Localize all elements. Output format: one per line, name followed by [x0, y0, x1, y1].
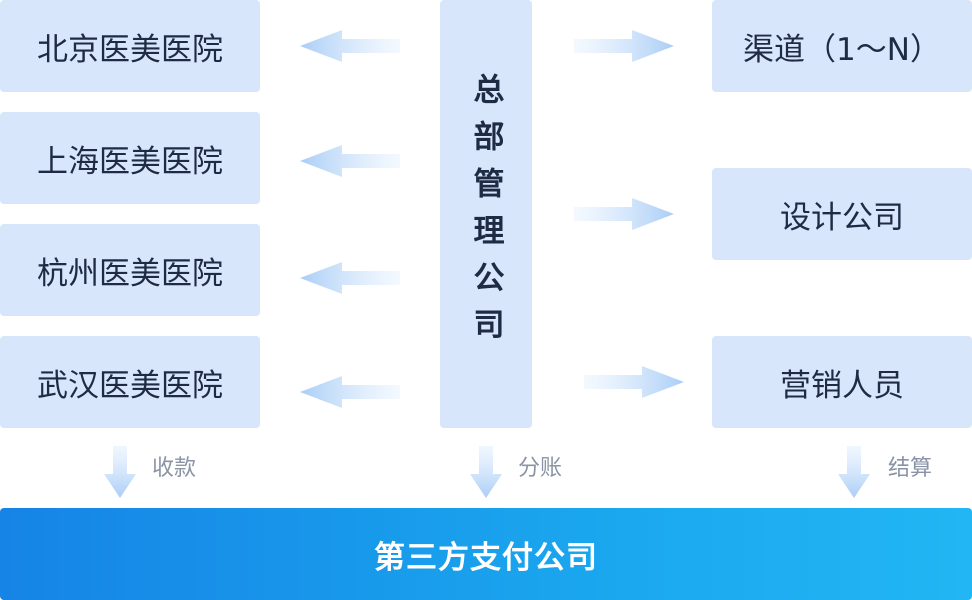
hospital-shanghai: 上海医美医院: [0, 112, 260, 204]
hospital-wuhan-label: 武汉医美医院: [37, 367, 223, 404]
partner-marketing-staff-label: 营销人员: [780, 367, 904, 404]
partner-channel-label: 渠道（1～N）: [743, 31, 941, 68]
arrow-down-settle: [838, 446, 870, 498]
partner-marketing-staff: 营销人员: [712, 336, 972, 428]
arrow-right-1: [574, 30, 674, 62]
hospital-beijing-label: 北京医美医院: [37, 31, 223, 68]
hospital-wuhan: 武汉医美医院: [0, 336, 260, 428]
arrow-left-4: [300, 376, 400, 408]
arrow-right-3: [584, 366, 684, 398]
hospital-shanghai-label: 上海医美医院: [37, 143, 223, 180]
arrow-left-3: [300, 262, 400, 294]
headquarters-box: 总部管理公司: [440, 0, 532, 428]
arrow-down-split: [470, 446, 502, 498]
headquarters-label: 总部管理公司: [467, 73, 504, 355]
hospital-beijing: 北京医美医院: [0, 0, 260, 92]
partner-design-company: 设计公司: [712, 168, 972, 260]
hospital-hangzhou: 杭州医美医院: [0, 224, 260, 316]
flow-label-split: 分账: [518, 456, 563, 481]
partner-channel: 渠道（1～N）: [712, 0, 972, 92]
partner-design-company-label: 设计公司: [780, 199, 904, 236]
payment-company-label: 第三方支付公司: [374, 539, 598, 576]
arrow-right-2: [574, 198, 674, 230]
arrow-down-collect: [104, 446, 136, 498]
payment-company-bar: 第三方支付公司: [0, 508, 972, 600]
flow-label-settle: 结算: [888, 456, 933, 481]
hospital-hangzhou-label: 杭州医美医院: [37, 255, 223, 292]
flow-label-collect: 收款: [152, 456, 197, 481]
arrow-left-1: [300, 30, 400, 62]
arrow-left-2: [300, 145, 400, 177]
